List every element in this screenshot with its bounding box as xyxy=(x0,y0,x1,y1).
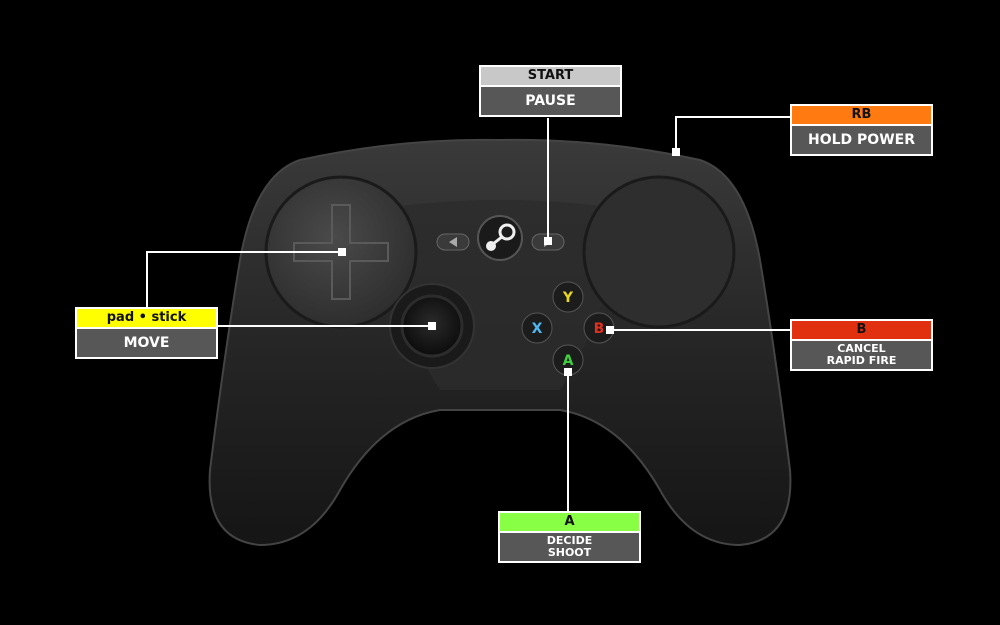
pad-callout-line xyxy=(146,251,342,307)
b-button-label: B xyxy=(594,321,605,337)
a-callout: A DECIDE SHOOT xyxy=(498,511,641,563)
b-action: CANCEL RAPID FIRE xyxy=(792,341,931,369)
decide-action: DECIDE xyxy=(546,534,593,547)
pad-stick-label: pad • stick xyxy=(77,309,216,327)
right-trackpad xyxy=(582,175,736,329)
dpad-cross-icon xyxy=(293,204,389,300)
b-label: B xyxy=(792,321,931,339)
x-button xyxy=(521,312,553,344)
a-button-label: A xyxy=(563,353,574,369)
rb-callout-line xyxy=(675,116,790,152)
callout-lines xyxy=(146,116,790,511)
a-action: DECIDE SHOOT xyxy=(500,533,639,561)
move-action: MOVE xyxy=(77,329,216,357)
start-label: START xyxy=(481,67,620,85)
callout-endpoints xyxy=(338,148,680,376)
y-button-label: Y xyxy=(562,290,574,306)
a-label: A xyxy=(500,513,639,531)
cancel-action: CANCEL xyxy=(837,342,886,355)
y-button xyxy=(552,281,584,313)
rb-callout: RB HOLD POWER xyxy=(790,104,933,156)
pad-stick-callout: pad • stick MOVE xyxy=(75,307,218,359)
start-callout: START PAUSE xyxy=(479,65,622,117)
x-button-label: X xyxy=(532,321,543,337)
b-callout: B CANCEL RAPID FIRE xyxy=(790,319,933,371)
pause-action: PAUSE xyxy=(481,87,620,115)
rapid-fire-action: RAPID FIRE xyxy=(826,354,897,367)
steam-logo-icon xyxy=(498,223,516,241)
hold-power-action: HOLD POWER xyxy=(792,126,931,154)
rb-label: RB xyxy=(792,106,931,124)
shoot-action: SHOOT xyxy=(547,546,592,559)
